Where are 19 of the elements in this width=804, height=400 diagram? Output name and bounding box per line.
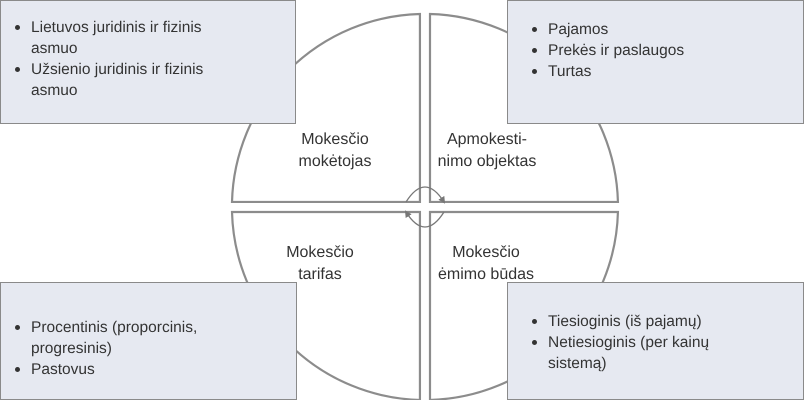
- list-item-text: Pastovus: [31, 361, 95, 378]
- list-item-text: Turtas: [548, 63, 592, 80]
- quadrant-label: Apmokesti- nimo objektas: [436, 130, 538, 172]
- list-item-text: Prekės ir paslaugos: [548, 42, 684, 59]
- list-item-text: Pajamos: [548, 21, 608, 38]
- info-panel: [507, 0, 804, 124]
- list-item-text: Netiesioginis (per kainų sistemą): [548, 334, 710, 372]
- quadrant-label: Mokesčio mokėtojas: [298, 130, 372, 172]
- quadrant-label: Mokesčio tarifas: [285, 243, 355, 285]
- curved-arrow: [405, 186, 446, 204]
- curved-arrow: [404, 210, 445, 228]
- list-item-text: Procentinis (proporcinis, progresinis): [31, 319, 198, 357]
- list-item-text: Tiesioginis (iš pajamų): [548, 313, 702, 330]
- info-panel: [0, 0, 296, 124]
- list-item-text: Užsienio juridinis ir fizinis asmuo: [31, 61, 204, 99]
- info-panel: [0, 282, 297, 400]
- quadrant-label: Mokesčio ėmimo būdas: [436, 243, 536, 285]
- list-item-text: Lietuvos juridinis ir fizinis asmuo: [31, 19, 202, 57]
- info-panel: [507, 282, 804, 400]
